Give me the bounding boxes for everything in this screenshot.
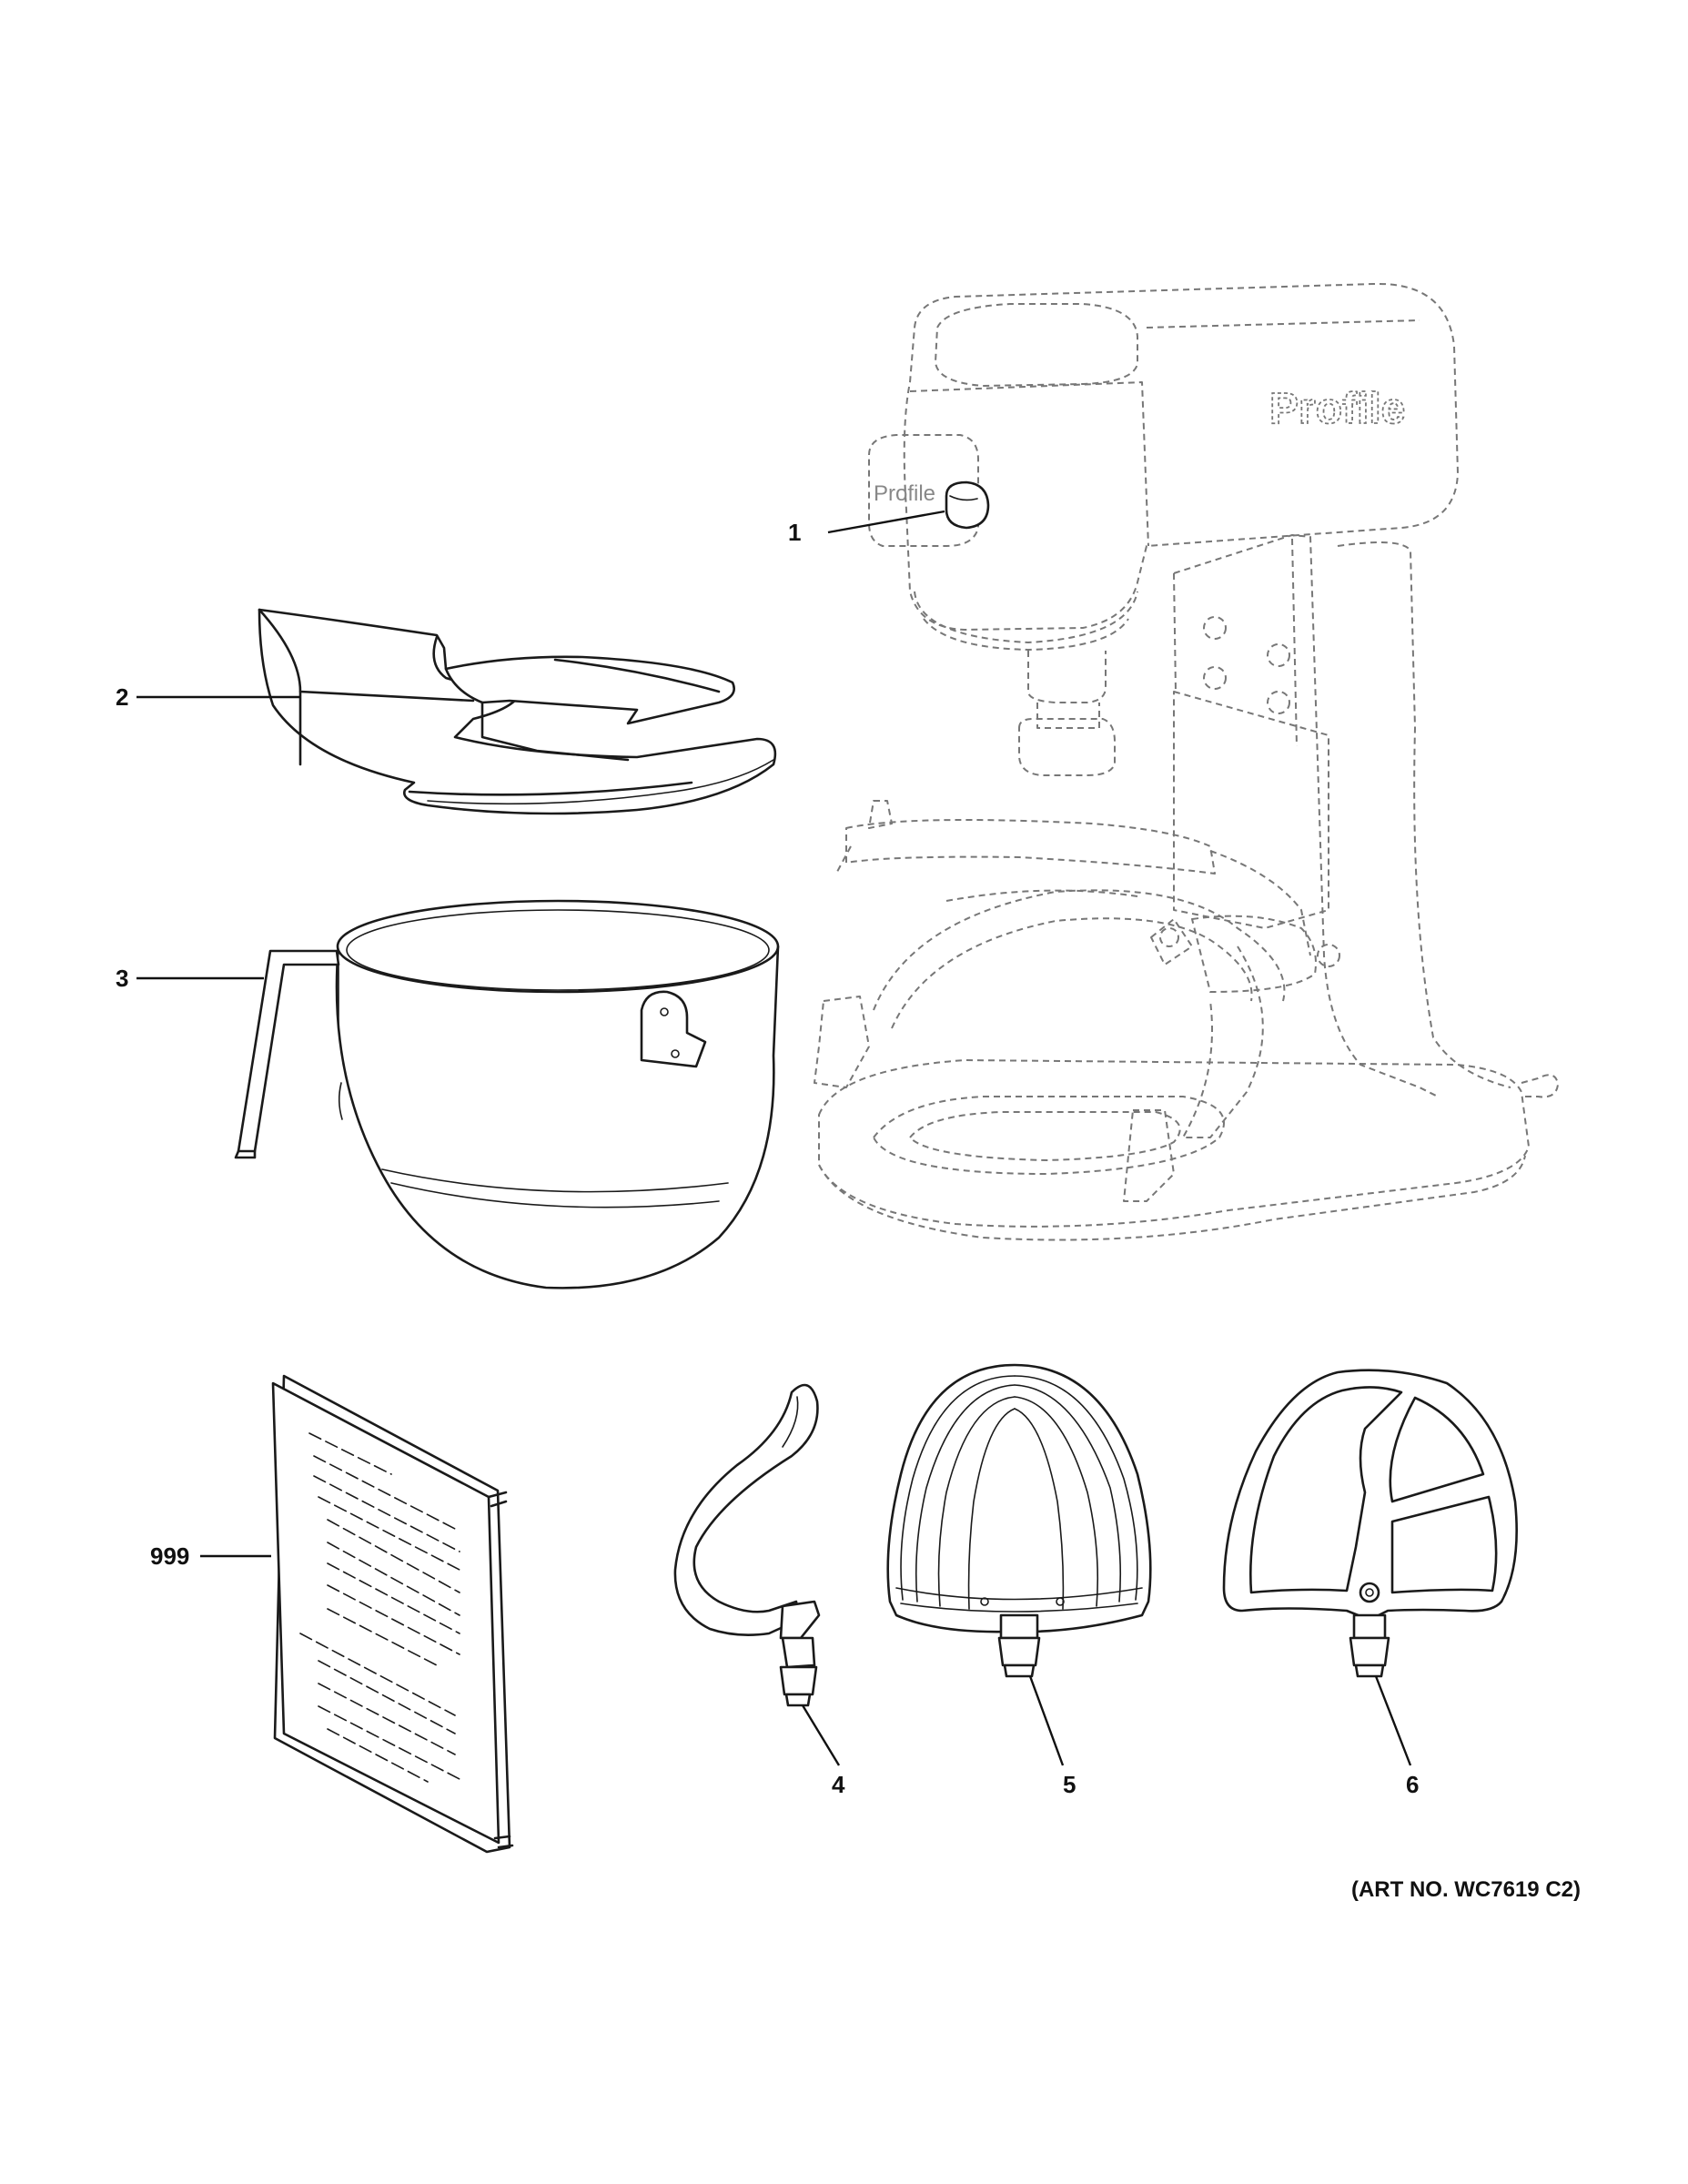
art-number: (ART NO. WC7619 C2) xyxy=(1350,1877,1581,1902)
knob-logo-text: Profile xyxy=(874,481,935,506)
callout-5: 5 xyxy=(1028,1675,1076,1798)
dough-hook xyxy=(673,1383,821,1707)
callout-3: 3 xyxy=(116,965,264,992)
speed-control-knob xyxy=(945,480,990,530)
callout-3-label: 3 xyxy=(116,965,128,992)
flat-beater xyxy=(1222,1369,1518,1678)
owners-manual xyxy=(271,1374,514,1854)
wire-whip xyxy=(886,1363,1152,1678)
callout-4: 4 xyxy=(801,1704,845,1798)
callout-999-label: 999 xyxy=(150,1542,189,1570)
callout-2: 2 xyxy=(116,683,300,711)
callout-2-label: 2 xyxy=(116,683,128,711)
mixing-bowl xyxy=(234,899,780,1289)
callout-6-label: 6 xyxy=(1406,1771,1419,1798)
callout-1: 1 xyxy=(788,510,945,546)
callout-1-label: 1 xyxy=(788,519,801,546)
callout-6: 6 xyxy=(1374,1675,1419,1798)
callout-5-label: 5 xyxy=(1063,1771,1076,1798)
mixer-logo-text: Profile xyxy=(1269,385,1405,433)
callout-999: 999 xyxy=(150,1542,271,1570)
pouring-shield xyxy=(258,608,777,815)
stand-mixer-outline: Profile Profile xyxy=(814,282,1559,1241)
callout-4-label: 4 xyxy=(832,1771,845,1798)
